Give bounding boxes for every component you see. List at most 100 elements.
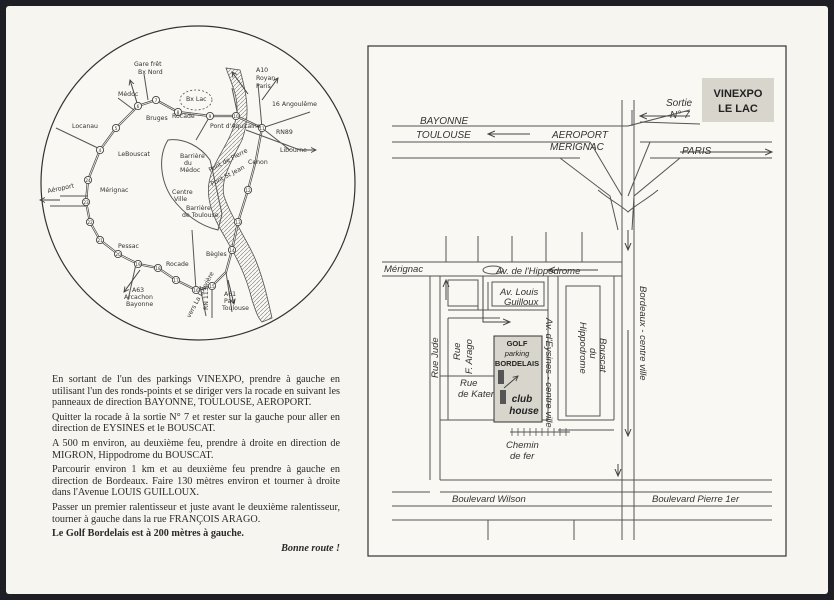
- label-av-hippodrome: Av. de l'Hippodrome: [495, 266, 580, 277]
- exit-marker: [133, 259, 143, 269]
- label-bx-lac: Bx Lac: [186, 96, 207, 103]
- exit-number: 13: [235, 220, 241, 225]
- label-gare: Gare frêt: [134, 60, 162, 68]
- label-rn113: RN 113: [203, 287, 210, 310]
- label-centre-1: Centre: [172, 189, 193, 196]
- label-barriere-medoc-2: du: [184, 160, 192, 167]
- sortie-line1: Sortie: [666, 98, 693, 109]
- label-arcachon: Arcachon: [124, 294, 153, 301]
- detail-frame: [367, 45, 787, 557]
- label-begles: Bègles: [206, 250, 227, 258]
- directions-p4: Parcourir environ 1 km et au deuxième fe…: [52, 464, 340, 499]
- label-rue-jude: Rue Jude: [430, 337, 441, 378]
- exit-number: 20: [115, 252, 121, 257]
- label-aeroport-d: AEROPORT: [551, 130, 609, 141]
- label-av-eysines: Av. d'Eysines - centre ville: [543, 317, 554, 428]
- exit-number: 9: [209, 114, 212, 119]
- radial-roads: [50, 73, 311, 318]
- exit-number: 19: [135, 262, 141, 267]
- label-hippodrome-2: du: [587, 348, 598, 359]
- exit-number: 22: [87, 220, 93, 225]
- label-toulouse-d: TOULOUSE: [416, 130, 471, 141]
- exit-marker: [205, 111, 215, 121]
- vinexpo-box: [702, 78, 774, 122]
- club-line2: house: [509, 406, 539, 417]
- label-merignac-upper: MERIGNAC: [550, 142, 605, 153]
- label-barriere-medoc-3: Médoc: [180, 166, 201, 174]
- exit-marker: [173, 107, 183, 117]
- detail-map: VINEXPO LE LAC Sortie N° 7 BAYONNE TOULO…: [367, 45, 787, 557]
- exit-number: 7: [155, 98, 158, 103]
- label-merignac-d: Mérignac: [384, 264, 423, 275]
- exit-marker: [83, 175, 93, 185]
- block: [491, 281, 545, 307]
- directions-p2: Quitter la rocade à la sortie N° 7 et re…: [52, 411, 340, 435]
- label-pessac: Pessac: [118, 243, 140, 250]
- exit-marker: [133, 101, 143, 111]
- hippodrome-block: [565, 285, 601, 417]
- label-leboucat: LeBouscat: [118, 151, 151, 158]
- directions-p6: Le Golf Bordelais est à 200 mètres à gau…: [52, 528, 244, 540]
- exit-number: 12: [245, 188, 251, 193]
- exit-number: 23: [83, 200, 89, 205]
- exit-marker: [191, 285, 201, 295]
- exit-number: 24: [85, 178, 91, 183]
- exit-number: 17: [173, 278, 179, 283]
- label-av-louis-2: Guilloux: [504, 297, 540, 308]
- vinexpo-line1: VINEXPO: [714, 88, 763, 100]
- exit-marker: [81, 197, 91, 207]
- directions-p3: A 500 m environ, au deuxième feu, prendr…: [52, 437, 340, 461]
- directions-signoff: Bonne route !: [281, 542, 340, 554]
- label-chemin-2: de fer: [510, 451, 535, 462]
- label-paris-d: PARIS: [682, 146, 712, 157]
- label-bd-wilson: Boulevard Wilson: [452, 494, 526, 505]
- label-rocade-n: Rocade: [172, 113, 195, 120]
- label-rocade-s: Rocade: [166, 261, 189, 268]
- label-rue-arago-2: F. Arago: [464, 339, 475, 374]
- golf-line1: GOLF: [507, 339, 528, 348]
- exit-number: 10: [233, 114, 239, 119]
- exit-marker: [207, 281, 217, 291]
- label-centre-2: Ville: [174, 196, 187, 203]
- exit-marker: [153, 263, 163, 273]
- label-medoc: Médoc: [118, 90, 139, 98]
- directions-text: En sortant de l'un des parkings VINEXPO,…: [52, 374, 340, 557]
- label-bayonne: Bayonne: [126, 301, 153, 308]
- label-pau: Pau: [224, 298, 235, 305]
- exit-marker: [95, 235, 105, 245]
- exit-number: 11: [259, 126, 265, 131]
- label-pont: Pont d'Aquitaine: [210, 123, 261, 130]
- interchange: [559, 100, 681, 540]
- label-merignac: Mérignac: [100, 186, 129, 194]
- exit-marker: [113, 249, 123, 259]
- label-barriere-toulouse-2: de Toulouse: [182, 212, 219, 219]
- label-bx-nord: Bx Nord: [138, 69, 163, 76]
- clubhouse-building: [500, 390, 506, 404]
- label-toulouse: Toulouse: [221, 305, 249, 312]
- label-royan: Royan: [256, 75, 275, 82]
- exit-marker: [111, 123, 121, 133]
- label-a61: A61: [224, 291, 236, 298]
- label-angouleme: 16 Angoulême: [272, 100, 317, 108]
- club-line1: club: [512, 394, 533, 405]
- exit-marker: [233, 217, 243, 227]
- label-paris: Paris: [256, 83, 271, 90]
- rocade-lanes: [392, 109, 772, 159]
- exit-marker: [95, 145, 105, 155]
- parking-building: [498, 370, 504, 384]
- golf-line2: parking: [504, 349, 530, 358]
- label-libourne: Libourne: [280, 147, 307, 154]
- label-bordeaux-centre: Bordeaux - centre ville: [637, 286, 648, 381]
- overview-map: Gare frêt Bx Nord Bx Lac A10 Royan Paris…: [40, 25, 356, 341]
- exit-markers: [81, 95, 267, 295]
- golf-line3: BORDELAIS: [495, 359, 539, 368]
- overview-circle: [40, 25, 356, 341]
- exit-number: 15: [209, 284, 215, 289]
- exit-number: 4: [99, 148, 102, 153]
- bx-lac-marker: [179, 89, 213, 111]
- label-hippodrome-1: Hippodrome: [577, 322, 588, 374]
- exit-number: 14: [229, 248, 235, 253]
- label-barriere-toulouse-1: Barrière: [186, 204, 211, 212]
- exit-number: 21: [97, 238, 103, 243]
